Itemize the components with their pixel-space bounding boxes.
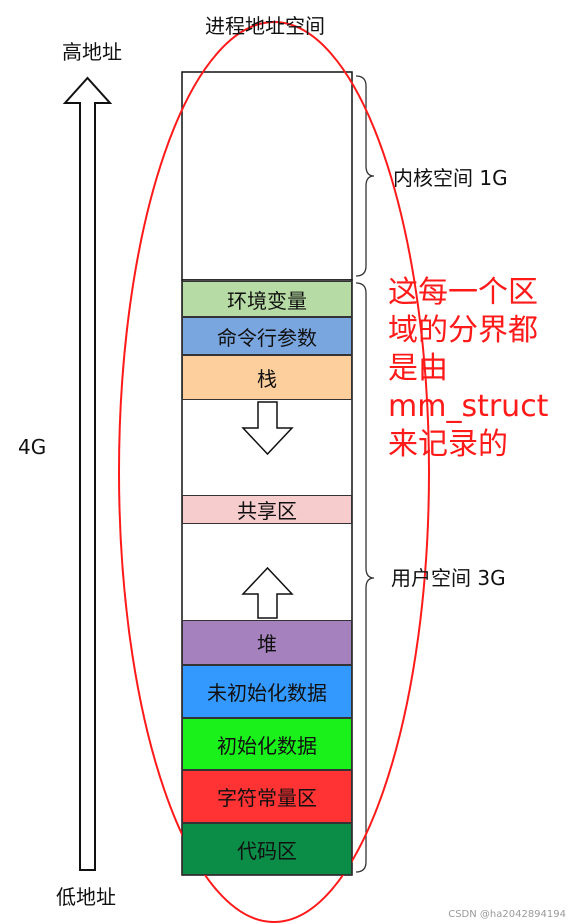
segment-args: 命令行参数 [182, 317, 352, 355]
annotation-line: mm_struct [388, 389, 549, 424]
kernel-space-box [181, 71, 353, 281]
diagram-title: 进程地址空间 [205, 14, 325, 38]
segment-data: 初始化数据 [182, 718, 352, 770]
annotation-line: 域的分界都 [388, 313, 538, 348]
kernel-space-brace [355, 75, 375, 277]
highlight-ellipse [118, 21, 430, 923]
mm-struct-annotation: 这每一个区 域的分界都 是由 mm_struct 来记录的 [388, 274, 563, 464]
segment-bss: 未初始化数据 [182, 665, 352, 718]
annotation-line: 是由 [388, 351, 448, 386]
annotation-line: 来记录的 [388, 427, 508, 462]
low-address-label: 低地址 [56, 885, 116, 909]
annotation-line: 这每一个区 [388, 275, 538, 310]
user-space-label: 用户空间 3G [391, 566, 506, 590]
kernel-space-label: 内核空间 1G [393, 166, 508, 190]
segment-rodata: 字符常量区 [182, 770, 352, 823]
segment-text: 代码区 [182, 823, 352, 875]
stack-grows-down-arrow-icon [241, 401, 294, 456]
total-size-label: 4G [18, 435, 47, 459]
user-space-brace [355, 282, 375, 873]
segment-stack: 栈 [182, 355, 352, 400]
high-address-label: 高地址 [62, 40, 122, 64]
watermark: CSDN @ha2042894194 [448, 909, 566, 920]
segment-env: 环境变量 [182, 281, 352, 317]
address-up-arrow-icon [62, 76, 113, 871]
heap-grows-up-arrow-icon [241, 566, 294, 619]
segment-heap: 堆 [182, 620, 352, 665]
segment-shared: 共享区 [182, 495, 352, 524]
